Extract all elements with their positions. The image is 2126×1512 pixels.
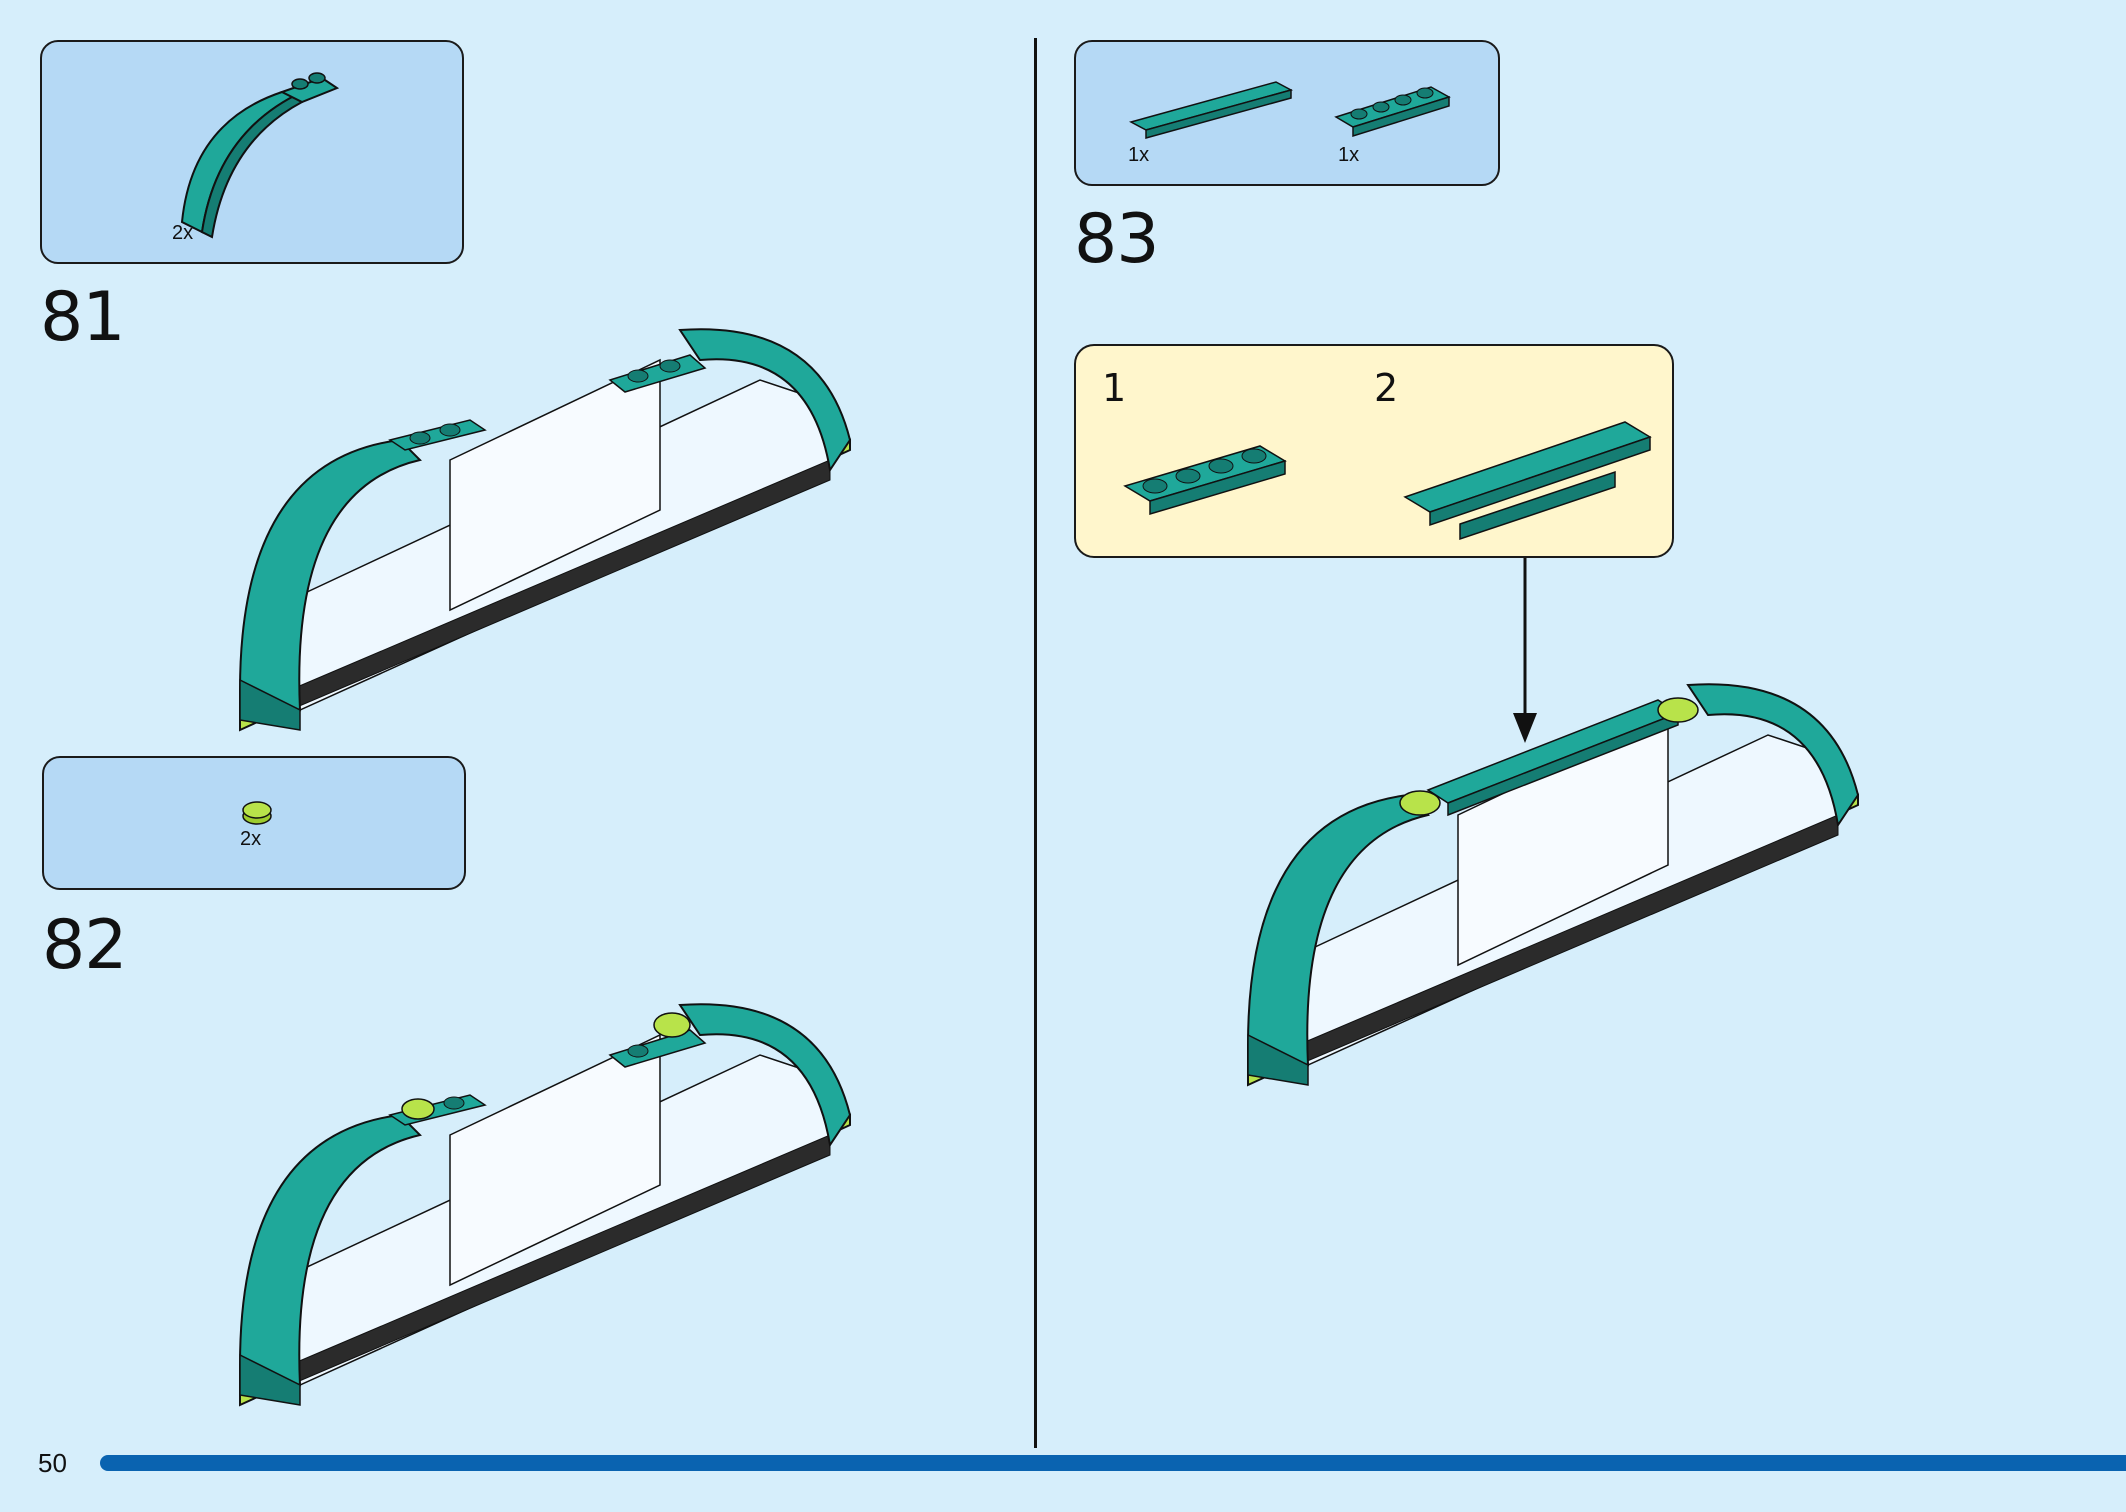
part-qty: 2x xyxy=(172,222,194,244)
long-tile-icon xyxy=(1403,421,1652,541)
substep-number-1: 1 xyxy=(1102,366,1127,410)
part-qty: 1x xyxy=(1338,144,1360,166)
model-step-81 xyxy=(238,328,852,732)
plate-1x4-icon xyxy=(1123,445,1287,516)
page-number: 50 xyxy=(38,1448,67,1478)
long-tile-icon xyxy=(1128,81,1294,139)
model-step-82 xyxy=(238,1003,852,1407)
subassembly-box: 1 2 xyxy=(1074,344,1674,558)
substep-number-2: 2 xyxy=(1374,366,1399,410)
page-progress-bar xyxy=(100,1455,2126,1471)
step-number-82: 82 xyxy=(42,906,128,985)
part-qty: 1x xyxy=(1128,144,1150,166)
step-number-83: 83 xyxy=(1074,200,1160,279)
parts-box-step-81: 2x xyxy=(40,40,464,264)
part-qty: 2x xyxy=(240,828,262,850)
round-tile-lime-icon xyxy=(242,801,272,825)
model-step-83 xyxy=(1246,683,1860,1087)
column-divider xyxy=(1034,38,1037,1448)
arrow-down-icon xyxy=(1513,558,1537,743)
step-number-81: 81 xyxy=(40,278,126,357)
parts-box-step-82: 2x xyxy=(42,756,466,890)
curved-slope-brick-icon xyxy=(180,72,340,239)
plate-1x4-icon xyxy=(1334,86,1451,138)
parts-box-step-83: 1x 1x xyxy=(1074,40,1500,186)
